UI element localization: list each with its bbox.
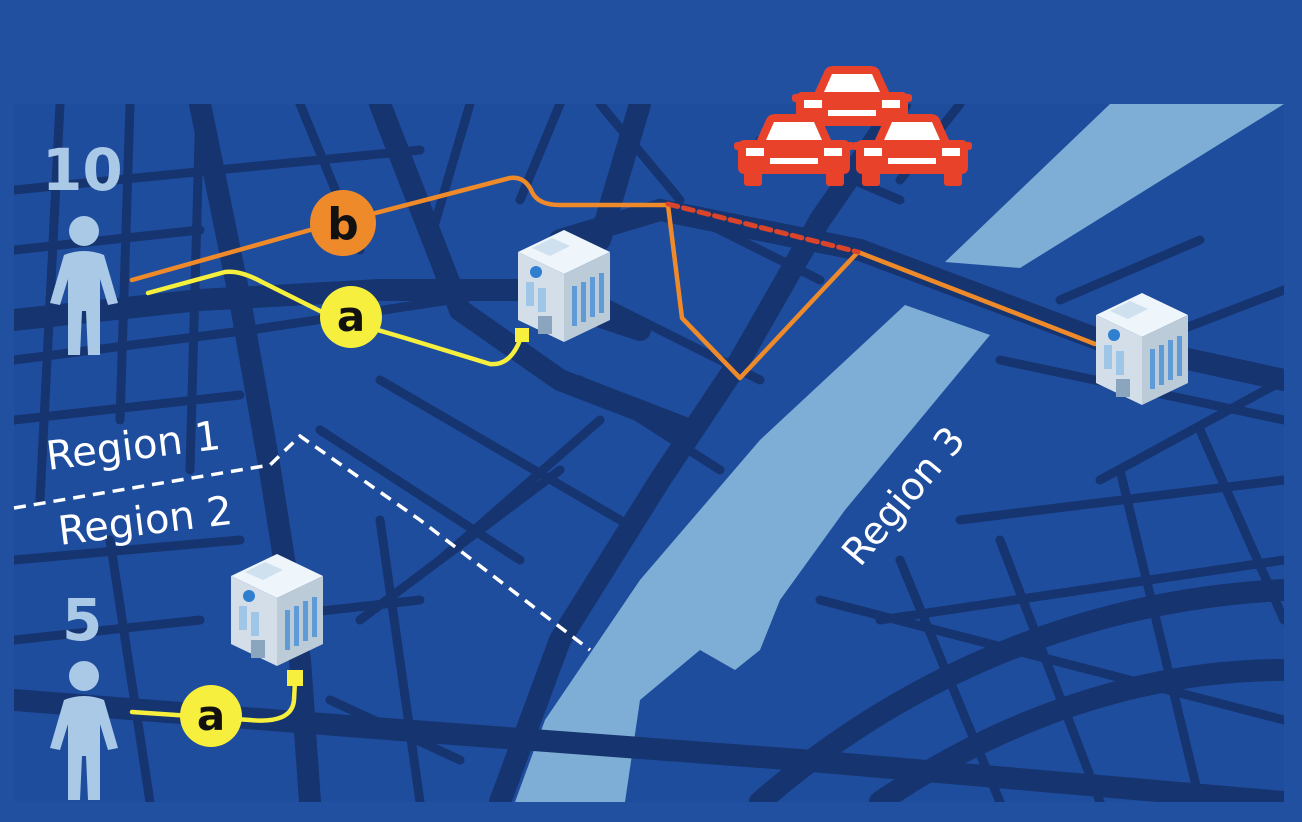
population-top: 10	[42, 136, 123, 204]
route-a-top-marker: a	[320, 286, 382, 348]
river	[945, 104, 1284, 268]
river-main	[515, 305, 990, 802]
person-icon	[50, 661, 118, 800]
route-b-top	[129, 175, 1098, 381]
route-a-top-label: a	[337, 292, 365, 341]
route-a-bottom-marker: a	[180, 685, 242, 747]
route-b-label: b	[327, 199, 359, 250]
hospital-icon	[518, 230, 610, 342]
route-a-top-endpoint	[515, 328, 529, 342]
hospital-icon	[231, 554, 323, 666]
route-a-bottom	[129, 670, 303, 723]
route-b-marker: b	[310, 190, 376, 256]
congested-segment	[665, 201, 861, 255]
hospital-icon	[1096, 293, 1188, 405]
route-a-bottom-endpoint	[287, 670, 303, 686]
region-boundaries	[13, 433, 592, 652]
population-bottom: 5	[62, 586, 102, 654]
streets	[14, 104, 1284, 802]
person-icon	[50, 216, 118, 355]
route-a-bottom-label: a	[197, 691, 225, 740]
